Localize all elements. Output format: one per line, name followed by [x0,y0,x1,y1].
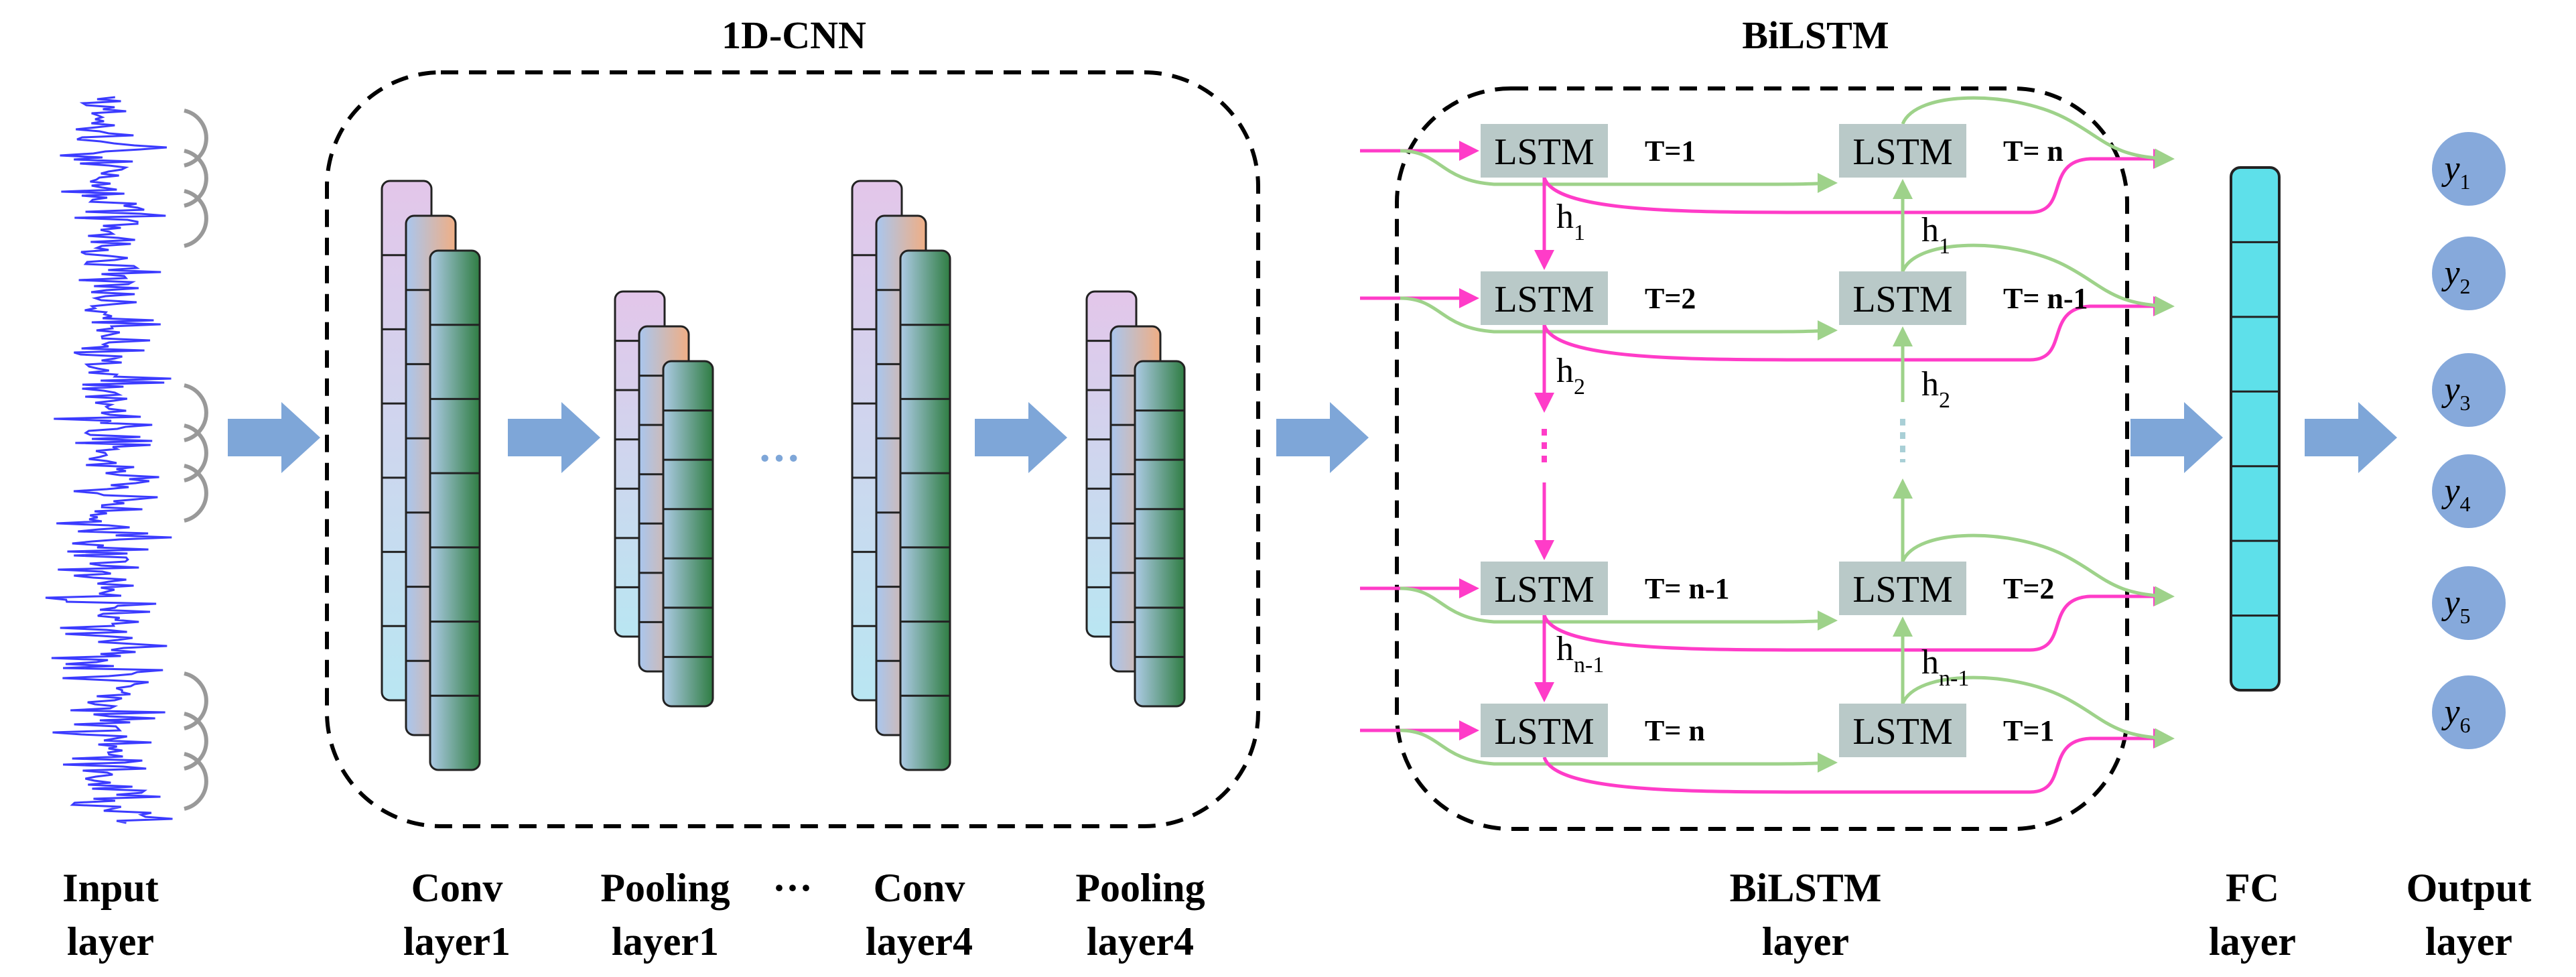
backward-hidden-state-label: h2 [1921,365,1950,413]
bilstm-dashed-border [1395,86,2129,831]
backward-time-step-label: T=1 [2003,714,2054,747]
svg-text:y6: y6 [2441,693,2470,737]
fc-layer-label-line2: layer [2209,919,2296,964]
flow-arrow-input-to-cnn [228,402,320,473]
backward-time-step-label: T= n [2003,135,2063,168]
conv1-label-line2: layer1 [403,919,511,964]
flow-arrow-conv1-to-pool1 [508,402,600,473]
flow-arrow-conv4-to-pool4 [975,402,1067,473]
fc-layer-label: FC [2226,866,2279,910]
forward-lstm-cell-label: LSTM [1494,711,1594,753]
backward-output-arrow [1901,533,2175,606]
output-node-y5: y5 [2432,566,2506,640]
backward-lstm-cell [1839,704,1966,757]
forward-hidden-state-label: hn-1 [1556,630,1604,677]
forward-lstm-cell [1481,271,1608,325]
conv1-feature-maps [381,180,481,771]
output-nodes: y1 y2 y3 y4 y5 y6 [2432,132,2506,749]
backward-lstm-cell-label: LSTM [1852,279,1952,320]
backward-lstm-cell-label: LSTM [1852,569,1952,610]
output-layer-label: Output [2406,866,2532,910]
conv4-label-line2: layer4 [866,919,973,964]
conv4-label: Conv [874,866,965,910]
forward-output-arrow [1542,728,2173,794]
labels-ellipsis: ··· [772,866,813,910]
forward-lstm-cell-label: LSTM [1494,279,1594,320]
flow-arrows [228,402,2397,473]
flow-arrow-bilstm-to-fc [2130,402,2223,473]
forward-lstm-cell [1481,124,1608,178]
output-layer-label-line2: layer [2425,919,2512,964]
backward-lstm-cell [1839,562,1966,615]
output-node-y6: y6 [2432,675,2506,749]
input-arrow-backward [1400,586,1838,631]
forward-lstm-cell [1481,704,1608,757]
fc-layer-column [2230,166,2281,692]
cnn-dashed-border [325,70,1260,828]
backward-hidden-state-label: hn-1 [1921,643,1969,691]
backward-output-arrow [1901,675,2175,748]
pool1-label-line2: layer1 [612,919,719,964]
flow-arrow-cnn-to-bilstm [1276,402,1369,473]
backward-lstm-cell-label: LSTM [1852,131,1952,173]
lstm-connections [1360,96,2175,794]
output-node-y3: y3 [2432,353,2506,427]
forward-time-step-label: T= n [1645,714,1705,747]
forward-hidden-state-label: h1 [1556,198,1585,245]
forward-output-arrow [1542,296,2173,362]
forward-output-arrow [1542,586,2173,652]
pool4-feature-maps [1085,290,1186,708]
pool1-feature-maps [614,290,714,708]
input-arrow-backward [1400,149,1838,194]
cnn-inner-ellipsis: ··· [758,434,801,482]
backward-output-arrow [1901,243,2175,316]
layer-labels: Input layer Conv layer1 Pooling layer1 ·… [62,866,2531,964]
cnn-section-title: 1D-CNN [722,13,866,57]
input-layer-label: Input [62,866,158,910]
pool4-label-line2: layer4 [1087,919,1194,964]
bilstm-section-title: BiLSTM [1742,13,1889,57]
cnn-feature-map-stacks [381,180,1186,771]
forward-lstm-cell [1481,562,1608,615]
input-arrow-backward [1400,728,1838,773]
forward-time-step-label: T= n-1 [1645,572,1730,605]
input-layer-label-line2: layer [67,919,154,964]
svg-text:y1: y1 [2441,149,2470,194]
forward-lstm-cell-label: LSTM [1494,131,1594,173]
svg-text:y4: y4 [2441,472,2470,516]
forward-output-arrow [1542,149,2173,214]
backward-time-step-label: T= n-1 [2003,282,2088,315]
input-arrow-backward [1400,296,1838,341]
backward-lstm-cell-label: LSTM [1852,711,1952,753]
backward-time-step-label: T=2 [2003,572,2054,605]
backward-lstm-cell [1839,124,1966,178]
forward-lstm-cell-label: LSTM [1494,569,1594,610]
pool4-label: Pooling [1075,866,1205,910]
pool1-label: Pooling [600,866,730,910]
input-window-arcs [184,109,208,811]
conv1-label: Conv [411,866,503,910]
svg-text:y3: y3 [2441,371,2470,415]
bilstm-layer-label-line2: layer [1762,919,1849,964]
conv4-feature-maps [851,180,951,771]
forward-time-step-label: T=2 [1645,282,1696,315]
svg-text:y5: y5 [2441,584,2470,628]
backward-lstm-cell [1839,271,1966,325]
forward-time-step-label: T=1 [1645,135,1696,168]
flow-arrow-fc-to-output [2305,402,2397,473]
forward-hidden-state-label: h2 [1556,352,1585,399]
output-node-y2: y2 [2432,237,2506,310]
backward-hidden-state-label: h1 [1921,211,1950,259]
svg-text:y2: y2 [2441,254,2470,298]
output-node-y4: y4 [2432,454,2506,528]
input-signal-waveform [45,96,173,824]
backward-output-arrow [1901,96,2175,169]
bilstm-layer-label: BiLSTM [1730,866,1882,910]
output-node-y1: y1 [2432,132,2506,206]
